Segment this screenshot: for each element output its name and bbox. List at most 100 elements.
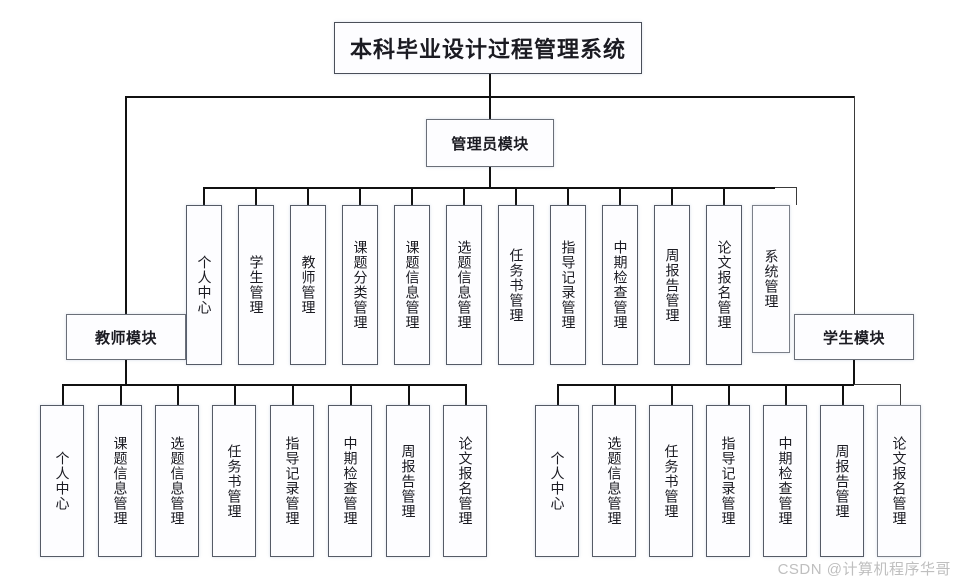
node-student-child-5[interactable]: 中期检查管理 [763, 405, 807, 557]
connector-admin-bus [203, 187, 775, 189]
node-label: 中期检查管理 [777, 436, 794, 526]
node-label: 中期检查管理 [612, 240, 629, 330]
node-label: 本科毕业设计过程管理系统 [349, 37, 626, 62]
connector-root-to-teacher [125, 96, 127, 314]
node-teacher-child-4[interactable]: 任务书管理 [212, 405, 256, 557]
connector-admin-drop-4 [359, 187, 361, 205]
node-teacher-child-2[interactable]: 课题信息管理 [98, 405, 142, 557]
node-label: 教师管理 [300, 255, 317, 315]
node-label: 周报告管理 [664, 247, 681, 323]
node-student-child-6[interactable]: 周报告管理 [820, 405, 864, 557]
connector-teacher-drop-1 [62, 384, 64, 405]
node-admin-child-12[interactable]: 系统管理 [752, 205, 790, 353]
node-teacher-child-7[interactable]: 周报告管理 [386, 405, 430, 557]
connector-student-drop-5 [785, 384, 787, 405]
node-admin-child-5[interactable]: 课题信息管理 [394, 205, 430, 365]
connector-student-stem [853, 360, 855, 384]
node-teacher-child-8[interactable]: 论文报名管理 [443, 405, 487, 557]
node-label: 课题信息管理 [404, 240, 421, 330]
connector-admin-drop-8 [567, 187, 569, 205]
node-student-child-3[interactable]: 任务书管理 [649, 405, 693, 557]
node-admin-child-6[interactable]: 选题信息管理 [446, 205, 482, 365]
node-label: 选题信息管理 [456, 240, 473, 330]
node-student-child-7[interactable]: 论文报名管理 [877, 405, 921, 557]
node-admin-child-8[interactable]: 指导记录管理 [550, 205, 586, 365]
node-label: 周报告管理 [400, 443, 417, 519]
connector-admin-drop-6 [463, 187, 465, 205]
node-label: 选题信息管理 [169, 436, 186, 526]
connector-admin-drop-5 [411, 187, 413, 205]
node-admin-child-3[interactable]: 教师管理 [290, 205, 326, 365]
connector-admin-drop-12 [796, 187, 797, 205]
connector-teacher-bus [62, 384, 466, 386]
node-label: 任务书管理 [226, 443, 243, 519]
connector-teacher-drop-2 [120, 384, 122, 405]
node-label: 系统管理 [763, 249, 780, 309]
node-teacher-child-3[interactable]: 选题信息管理 [155, 405, 199, 557]
node-label: 周报告管理 [834, 443, 851, 519]
connector-student-bus [557, 384, 854, 386]
connector-admin-drop-1 [203, 187, 205, 205]
watermark-text: CSDN @计算机程序华哥 [777, 561, 951, 578]
node-module-admin[interactable]: 管理员模块 [426, 119, 554, 167]
node-label: 个人中心 [54, 451, 71, 511]
node-admin-child-10[interactable]: 周报告管理 [654, 205, 690, 365]
node-label: 课题信息管理 [112, 436, 129, 526]
node-teacher-child-1[interactable]: 个人中心 [40, 405, 84, 557]
connector-admin-drop-11 [723, 187, 725, 205]
node-label: 论文报名管理 [891, 436, 908, 526]
connector-admin-drop-9 [619, 187, 621, 205]
connector-admin-drop-3 [307, 187, 309, 205]
node-label: 管理员模块 [451, 135, 529, 153]
node-label: 中期检查管理 [342, 436, 359, 526]
node-label: 选题信息管理 [606, 436, 623, 526]
connector-teacher-stem [125, 360, 127, 384]
connector-admin-stem [489, 167, 491, 187]
connector-student-drop-7 [900, 384, 901, 405]
node-student-child-2[interactable]: 选题信息管理 [592, 405, 636, 557]
node-student-child-1[interactable]: 个人中心 [535, 405, 579, 557]
node-student-child-4[interactable]: 指导记录管理 [706, 405, 750, 557]
connector-admin-drop-2 [255, 187, 257, 205]
node-root-system[interactable]: 本科毕业设计过程管理系统 [334, 22, 642, 74]
node-label: 论文报名管理 [716, 240, 733, 330]
connector-student-drop-4 [728, 384, 730, 405]
node-label: 个人中心 [196, 255, 213, 315]
connector-root-to-student [854, 96, 855, 314]
connector-teacher-drop-4 [234, 384, 236, 405]
node-module-teacher[interactable]: 教师模块 [66, 314, 186, 360]
connector-student-drop-6 [842, 384, 844, 405]
node-label: 学生管理 [248, 255, 265, 315]
connector-admin-drop-7 [515, 187, 517, 205]
node-teacher-child-6[interactable]: 中期检查管理 [328, 405, 372, 557]
connector-admin-bus-tail [775, 187, 796, 188]
connector-student-drop-3 [671, 384, 673, 405]
node-admin-child-11[interactable]: 论文报名管理 [706, 205, 742, 365]
connector-admin-drop-10 [671, 187, 673, 205]
node-label: 指导记录管理 [720, 436, 737, 526]
connector-student-bus-tail [854, 384, 900, 385]
node-teacher-child-5[interactable]: 指导记录管理 [270, 405, 314, 557]
node-admin-child-9[interactable]: 中期检查管理 [602, 205, 638, 365]
connector-student-drop-2 [614, 384, 616, 405]
node-admin-child-7[interactable]: 任务书管理 [498, 205, 534, 365]
node-admin-child-1[interactable]: 个人中心 [186, 205, 222, 365]
node-label: 课题分类管理 [352, 240, 369, 330]
node-module-student[interactable]: 学生模块 [794, 314, 914, 360]
node-label: 指导记录管理 [284, 436, 301, 526]
node-admin-child-2[interactable]: 学生管理 [238, 205, 274, 365]
node-label: 论文报名管理 [457, 436, 474, 526]
node-admin-child-4[interactable]: 课题分类管理 [342, 205, 378, 365]
connector-root-stem [489, 74, 491, 97]
node-label: 任务书管理 [663, 443, 680, 519]
connector-teacher-drop-8 [465, 384, 467, 405]
node-label: 个人中心 [549, 451, 566, 511]
connector-teacher-drop-6 [350, 384, 352, 405]
connector-student-drop-1 [557, 384, 559, 405]
node-label: 指导记录管理 [560, 240, 577, 330]
connector-teacher-drop-5 [292, 384, 294, 405]
connector-root-to-admin [489, 96, 491, 119]
connector-teacher-drop-7 [408, 384, 410, 405]
node-label: 任务书管理 [508, 247, 525, 323]
